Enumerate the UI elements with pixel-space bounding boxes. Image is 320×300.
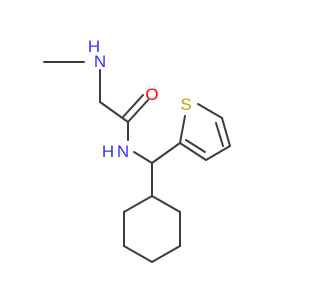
carbonyl-o-label: O [145,85,158,104]
bonds [43,61,231,264]
amide-h-label: H [102,142,114,161]
bond-thiophene-c3-c2 [179,142,207,161]
methylamine-h-label: H [88,37,100,56]
bond-thiophene-c5-c4 [221,117,231,147]
bond-ch2-carbonyl [99,101,129,123]
atom-labels: H N O H N S [88,37,192,161]
bond-amide-n-ch [133,151,153,164]
bond-thiophene-c3-c2-double [185,139,206,153]
bond-thiophene-s-c5 [197,103,223,119]
methylamine-n-label: N [94,52,106,71]
amide-n-label: N [117,142,129,161]
bond-carbonyl-o-b [122,94,144,118]
bond-carbonyl-o-a [127,99,149,123]
bond-ch-thiophene [151,142,181,164]
thiophene-s-label: S [180,95,191,114]
cyclohexane-ring [123,194,181,264]
bond-thiophene-c2-s [179,115,186,144]
chemical-structure: H N O H N S [43,37,231,264]
bond-thiophene-c4-c3 [205,145,231,161]
bond-thiophene-c5-c4-double [215,122,224,147]
